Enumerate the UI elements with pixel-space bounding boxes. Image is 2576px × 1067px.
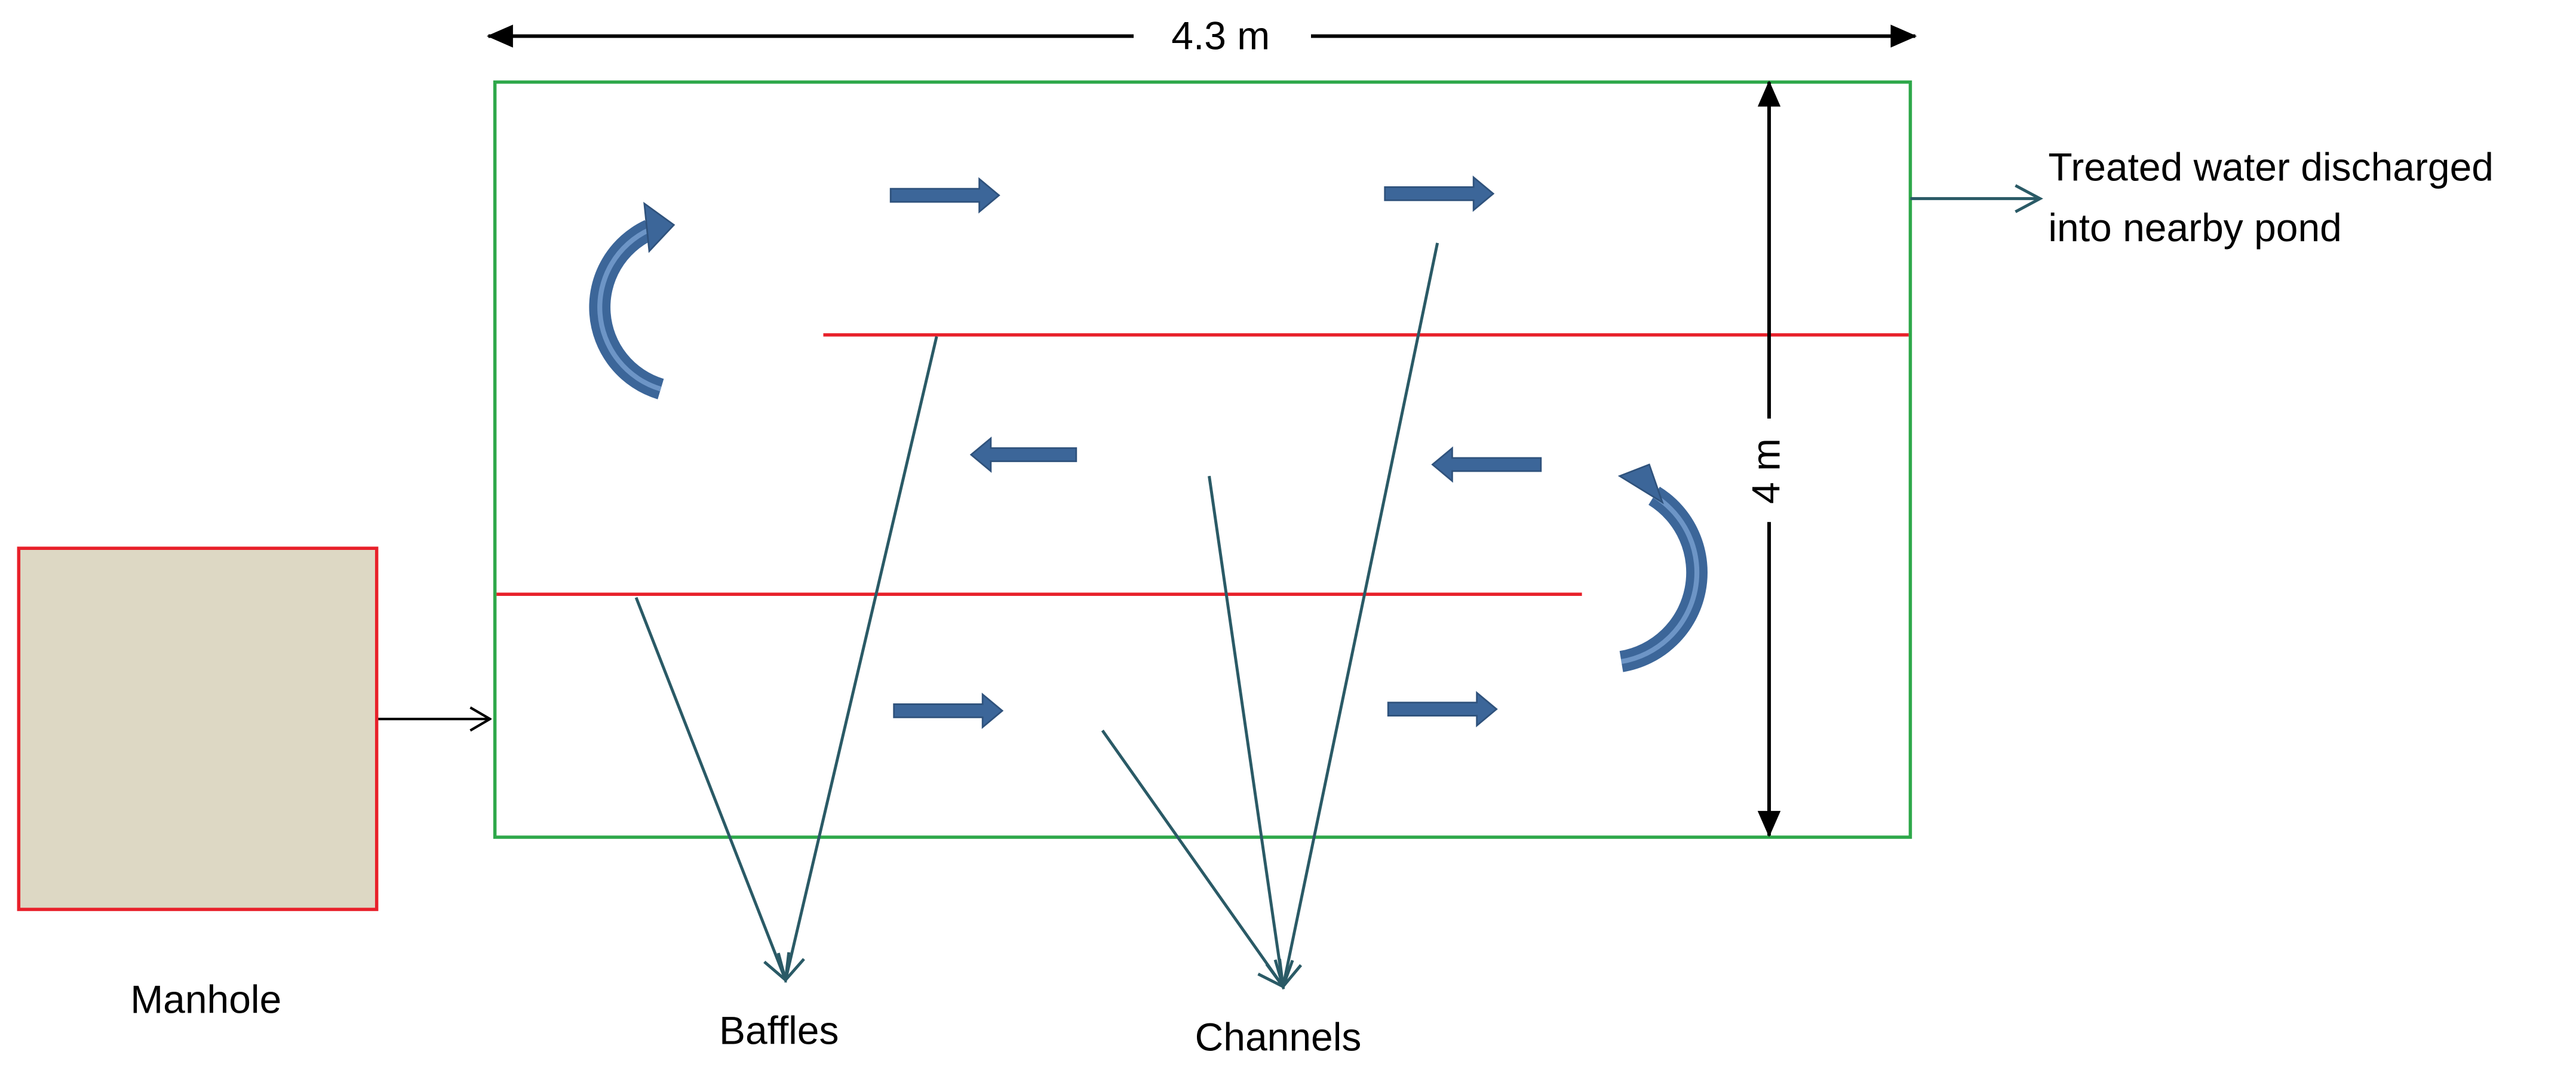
height-dimension: 4 m xyxy=(1743,80,1788,838)
curved-flow-arrow-right-icon xyxy=(1617,463,1708,672)
pointer-lines xyxy=(634,242,1439,990)
width-dimension: 4.3 m xyxy=(486,13,1917,57)
flow-arrow-left-icon xyxy=(1431,446,1542,483)
curved-flow-arrow-left-icon xyxy=(589,201,676,399)
channels-label: Channels xyxy=(1195,1015,1362,1059)
channels-pointer xyxy=(1273,242,1439,990)
baffles-pointer xyxy=(634,596,791,983)
outlet-label-line2: into nearby pond xyxy=(2048,205,2341,250)
baffles-label: Baffles xyxy=(719,1008,839,1053)
baffles-pointer xyxy=(776,336,938,983)
channels-pointer xyxy=(1208,475,1294,990)
manhole-label: Manhole xyxy=(130,977,281,1021)
width-dimension-label: 4.3 m xyxy=(1171,13,1270,57)
flow-arrow-right-icon xyxy=(1387,691,1498,728)
flow-arrow-left-icon xyxy=(969,436,1077,473)
outlet-label-line1: Treated water discharged xyxy=(2048,144,2494,189)
flow-arrow-right-icon xyxy=(889,177,1000,214)
tank-outline xyxy=(493,80,1912,839)
flow-arrows xyxy=(889,175,1542,729)
flow-arrow-right-icon xyxy=(893,692,1004,729)
flow-arrow-right-icon xyxy=(1384,175,1495,212)
channels-pointer xyxy=(1101,729,1285,989)
height-dimension-label: 4 m xyxy=(1743,438,1788,504)
manhole-box xyxy=(17,546,379,911)
